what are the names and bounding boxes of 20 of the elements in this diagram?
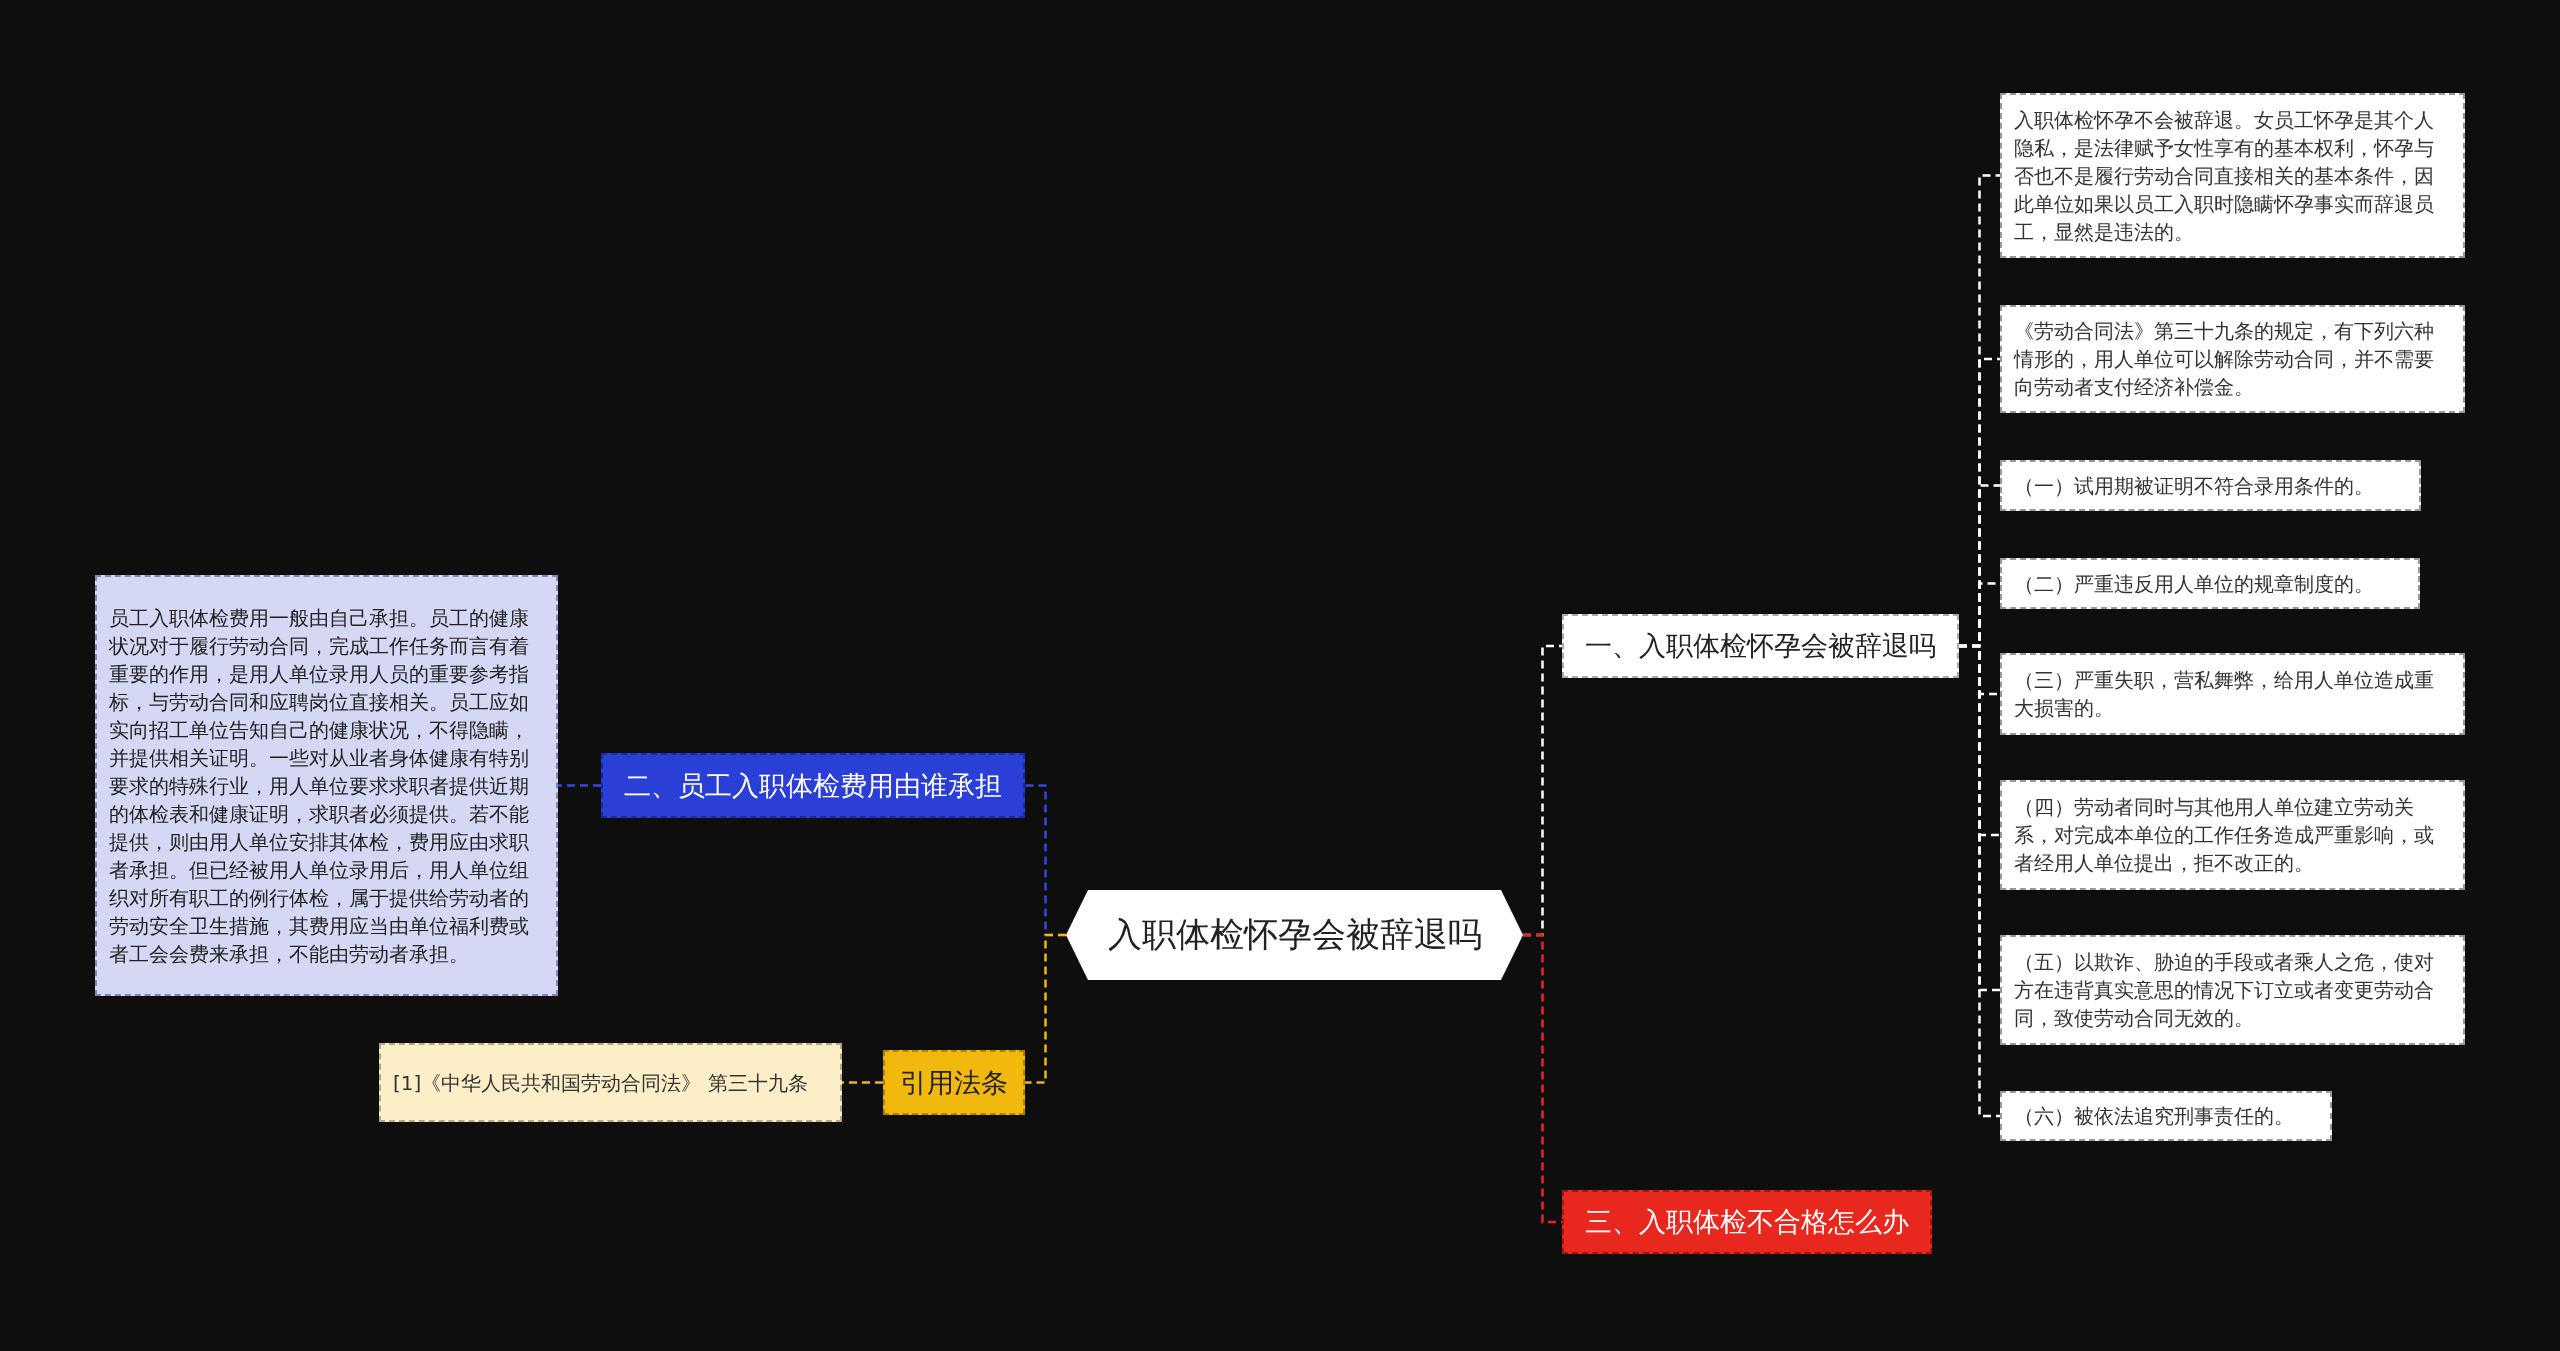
- text-box: （三）严重失职，营私舞弊，给用人单位造成重大损害的。: [2000, 653, 2465, 735]
- connector: [1959, 644, 2000, 1118]
- connector: [1523, 933, 1562, 1224]
- connector: [558, 784, 601, 787]
- text-box: （五）以欺诈、胁迫的手段或者乘人之危，使对方在违背真实意思的情况下订立或者变更劳动合同，致使劳动合同无效的。: [2000, 935, 2465, 1045]
- text-box: （六）被依法追究刑事责任的。: [2000, 1091, 2332, 1141]
- text-box: （四）劳动者同时与其他用人单位建立劳动关系，对完成本单位的工作任务造成严重影响，或者经用人单位提出，拒不改正的。: [2000, 780, 2465, 890]
- topic-box: 引用法条: [883, 1050, 1025, 1115]
- topic-box: 二、员工入职体检费用由谁承担: [601, 753, 1025, 818]
- connector: [1025, 933, 1066, 1084]
- text-box: 入职体检怀孕不会被辞退。女员工怀孕是其个人隐私，是法律赋予女性享有的基本权利，怀孕与否也不是履行劳动合同直接相关的基本条件，因此单位如果以员工入职时隐瞒怀孕事实而辞退员工，显然是违法的。: [2000, 93, 2465, 258]
- text-box: 员工入职体检费用一般由自己承担。员工的健康状况对于履行劳动合同，完成工作任务而言有着重要的作用，是用人单位录用人员的重要参考指标，与劳动合同和应聘岗位直接相关。员工应如实向招工单位告知自己的健康状况，不得隐瞒，并提供相关证明。一些对从业者身体健康有特别要求的特殊行业，用人单位要求求职者提供近期的体检表和健康证明，求职者必须提供。若不能提供，则由用人单位安排其体检，费用应由求职者承担。但已经被用人单位录用后，用人单位组织对所有职工的例行体检，属于提供给劳动者的劳动安全卫生措施，其费用应当由单位福利费或者工会会费来承担，不能由劳动者承担。: [95, 575, 558, 996]
- topic-box: 三、入职体检不合格怎么办: [1562, 1190, 1932, 1254]
- connector: [842, 1081, 883, 1084]
- text-box: 《劳动合同法》第三十九条的规定，有下列六种情形的，用人单位可以解除劳动合同，并不需要向劳动者支付经济补偿金。: [2000, 305, 2465, 413]
- topic-box: 一、入职体检怀孕会被辞退吗: [1562, 614, 1959, 678]
- text-box: [1]《中华人民共和国劳动合同法》 第三十九条: [379, 1043, 842, 1122]
- central-topic: 入职体检怀孕会被辞退吗: [1066, 890, 1523, 980]
- text-box: （一）试用期被证明不符合录用条件的。: [2000, 460, 2421, 511]
- text-box: （二）严重违反用人单位的规章制度的。: [2000, 558, 2420, 609]
